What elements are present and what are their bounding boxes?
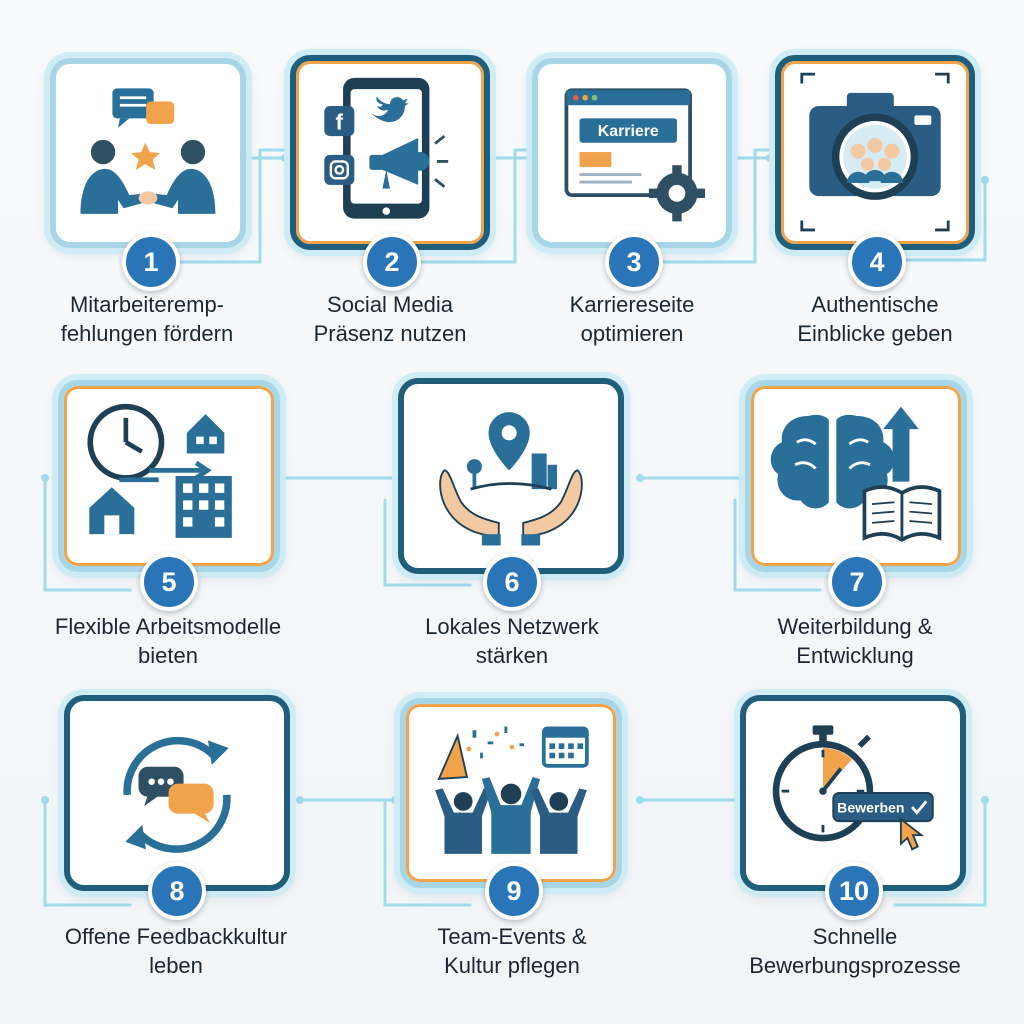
step-3-badge: 3: [605, 233, 663, 291]
step-10-badge: 10: [825, 862, 883, 920]
step-1-label: Mitarbeiteremp- fehlungen fördern: [0, 290, 297, 348]
camera-team-icon: [800, 72, 950, 232]
step-2-label-line2: Präsenz nutzen: [313, 321, 467, 346]
step-6-card: [398, 378, 624, 574]
step-9-label-line2: Kultur pflegen: [444, 953, 580, 978]
svg-text:f: f: [336, 110, 344, 135]
step-8-label: Offene Feedbackkultur leben: [26, 922, 326, 980]
step-7-label-line2: Entwicklung: [796, 643, 914, 668]
step-4-card: [775, 55, 975, 250]
brain-growth-book-icon: [770, 406, 942, 542]
step-3-label: Karriereseite optimieren: [482, 290, 782, 348]
step-4-label-line1: Authentische: [811, 292, 939, 317]
step-5-label: Flexible Arbeitsmodelle bieten: [18, 612, 318, 670]
social-media-phone-icon: f: [324, 77, 449, 219]
step-9-label-line1: Team-Events &: [437, 924, 587, 949]
step-1-label-line1: Mitarbeiteremp-: [69, 292, 225, 317]
step-2-badge: 2: [363, 233, 421, 291]
fast-apply-stopwatch-icon: Bewerben: [772, 725, 934, 851]
step-8-label-line1: Offene Feedbackkultur: [64, 924, 288, 949]
step-8-badge: 8: [148, 862, 206, 920]
step-7-badge: 7: [828, 553, 886, 611]
step-6-label-line2: stärken: [475, 643, 549, 668]
flexible-work-icon: [87, 403, 232, 538]
apply-button-label: Bewerben: [837, 800, 904, 816]
step-9-card: [400, 698, 622, 888]
local-network-hands-icon: [439, 412, 583, 546]
step-6-label-line1: Lokales Netzwerk: [425, 614, 599, 639]
step-4-badge: 4: [848, 233, 906, 291]
step-3-label-line2: optimieren: [580, 321, 684, 346]
step-5-label-line1: Flexible Arbeitsmodelle: [54, 614, 282, 639]
step-3-card: Karriere: [532, 58, 732, 248]
step-5-badge: 5: [140, 553, 198, 611]
step-5-card: [58, 380, 280, 572]
step-6-badge: 6: [483, 553, 541, 611]
step-4-label-line2: Einblicke geben: [797, 321, 953, 346]
step-5-label-line2: bieten: [138, 643, 198, 668]
career-website-icon: Karriere: [564, 88, 706, 222]
feedback-chat-cycle-icon: [123, 736, 231, 853]
step-2-card: f: [290, 55, 490, 250]
step-6-label: Lokales Netzwerk stärken: [362, 612, 662, 670]
career-screen-label: Karriere: [598, 123, 659, 140]
step-10-label-line1: Schnelle: [812, 924, 898, 949]
step-1-card: [50, 58, 246, 248]
step-8-label-line2: leben: [149, 953, 203, 978]
step-2-label: Social Media Präsenz nutzen: [240, 290, 540, 348]
step-9-label: Team-Events & Kultur pflegen: [362, 922, 662, 980]
step-9-badge: 9: [485, 862, 543, 920]
step-4-label: Authentische Einblicke geben: [725, 290, 1024, 348]
step-1-label-line2: fehlungen fördern: [60, 321, 234, 346]
step-7-label: Weiterbildung & Entwicklung: [705, 612, 1005, 670]
team-celebration-icon: [435, 726, 589, 854]
step-3-label-line1: Karriereseite: [569, 292, 695, 317]
step-7-label-line1: Weiterbildung &: [777, 614, 933, 639]
step-1-badge: 1: [122, 233, 180, 291]
step-7-card: [745, 380, 967, 572]
handshake-referral-icon: [80, 88, 216, 214]
step-10-label: Schnelle Bewerbungsprozesse: [705, 922, 1005, 980]
step-10-label-line2: Bewerbungsprozesse: [749, 953, 961, 978]
step-8-card: [64, 695, 290, 891]
step-2-label-line1: Social Media: [327, 292, 453, 317]
